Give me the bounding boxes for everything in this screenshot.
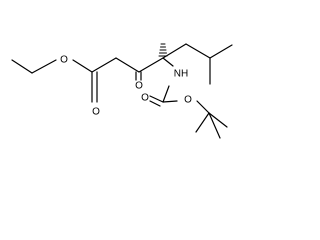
- ethyl-to-ester-oxygen-bond: [31, 59, 57, 74]
- ketone-to-stereocenter-bond: [138, 57, 164, 73]
- ester-to-methylene-bond: [91, 57, 117, 73]
- nh-label: NH: [174, 69, 188, 80]
- ketone-oxygen-label: O: [135, 81, 143, 92]
- nh-to-carbamate-carbon-bond: [162, 85, 170, 103]
- ether-oxygen-to-tert-butyl-bond: [196, 100, 210, 114]
- carbamate-carbon-to-ether-oxygen-bond: [162, 100, 178, 103]
- ester-oxygen-to-carbonyl-bond: [72, 59, 93, 73]
- ester-oxygen-label: O: [60, 55, 68, 66]
- side-chain-upper-methyl-bond: [209, 44, 233, 59]
- tert-butyl-right-methyl-bond: [208, 112, 228, 128]
- methylene-to-ketone-bond: [115, 57, 140, 73]
- carbamate-ether-oxygen-label: O: [184, 95, 192, 106]
- carbamate-carbon-to-carbonyl-oxygen-bond-left: [149, 95, 164, 103]
- carbamate-carbonyl-oxygen-label: O: [141, 93, 149, 104]
- stereocenter-to-nh-bond: [162, 57, 174, 67]
- chemical-structure-diagram: O O O NH O O: [0, 0, 243, 168]
- diagram-background: [0, 0, 243, 168]
- stereocenter-to-side-chain-bond: [162, 43, 187, 59]
- ester-carbonyl-oxygen-label: O: [92, 107, 100, 118]
- carbamate-carbon-to-carbonyl-oxygen-bond-right: [149, 100, 161, 107]
- tert-butyl-left-methyl-bond: [195, 112, 210, 133]
- ethyl-terminal-bond: [11, 59, 33, 74]
- tert-butyl-lower-methyl-bond: [208, 112, 221, 139]
- side-chain-methylene-bond: [185, 43, 211, 59]
